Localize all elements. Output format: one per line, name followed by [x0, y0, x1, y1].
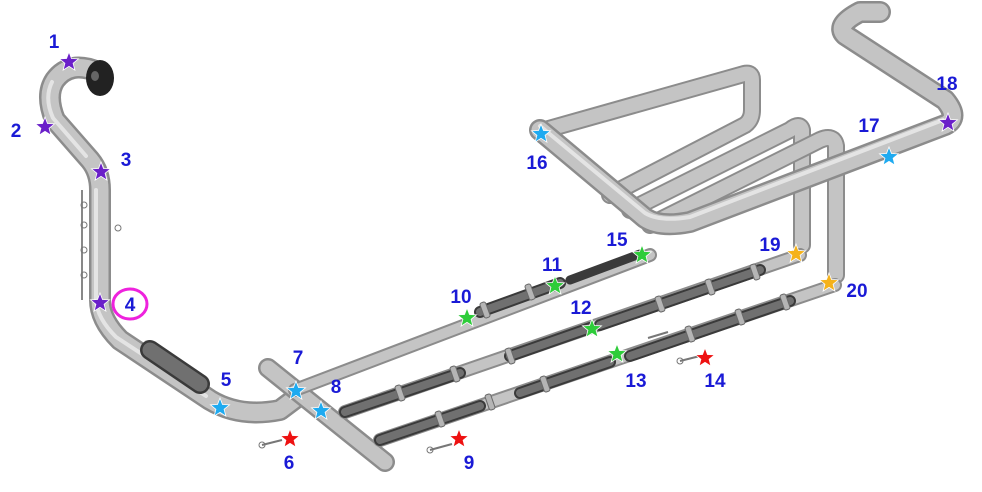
marker-4: 4 [89, 291, 136, 316]
star-icon [58, 50, 80, 71]
marker-16: 16 [526, 122, 552, 174]
star-icon [818, 271, 840, 292]
star-icon [209, 396, 231, 417]
marker-11: 11 [542, 255, 566, 295]
star-icon [785, 242, 807, 263]
star-icon [285, 379, 307, 400]
header-pipe [258, 358, 395, 472]
marker-7: 7 [285, 348, 307, 400]
pipe-inlet [86, 60, 114, 96]
marker-13: 13 [606, 342, 647, 392]
marker-label: 3 [121, 150, 132, 171]
left-riser-pipe [39, 56, 311, 424]
marker-20: 20 [818, 271, 868, 302]
marker-label: 18 [936, 74, 957, 95]
marker-6: 6 [279, 427, 301, 474]
marker-label: 12 [570, 298, 591, 319]
upper-pipe-group [529, 1, 964, 284]
marker-3: 3 [90, 150, 132, 181]
marker-label: 7 [293, 348, 304, 369]
star-icon [937, 111, 959, 132]
star-icon [631, 243, 653, 264]
star-icon [89, 291, 111, 312]
marker-8: 8 [310, 377, 342, 420]
star-icon [90, 160, 112, 181]
star-icon [878, 145, 900, 166]
star-icon [606, 342, 628, 363]
star-icon [310, 399, 332, 420]
marker-9: 9 [448, 427, 475, 474]
marker-label: 5 [221, 370, 232, 391]
marker-label: 16 [526, 153, 547, 174]
marker-1: 1 [49, 32, 80, 71]
star-icon [544, 274, 566, 295]
marker-15: 15 [606, 230, 653, 264]
marker-17: 17 [858, 116, 900, 166]
marker-label: 10 [450, 287, 471, 308]
highlight-ring [111, 287, 149, 321]
marker-5: 5 [209, 370, 232, 417]
marker-label: 4 [125, 295, 136, 316]
star-icon [456, 306, 478, 327]
marker-14: 14 [694, 346, 726, 392]
star-icon [694, 346, 716, 367]
star-icon [34, 115, 56, 136]
marker-label: 20 [846, 281, 867, 302]
marker-label: 17 [858, 116, 879, 137]
star-icon [448, 427, 470, 448]
marker-2: 2 [11, 115, 56, 142]
marker-label: 15 [606, 230, 628, 251]
lateral-pipes [258, 248, 842, 454]
marker-label: 8 [331, 377, 342, 398]
marker-label: 11 [542, 255, 563, 276]
marker-label: 13 [625, 371, 646, 392]
marker-10: 10 [450, 287, 478, 327]
marker-label: 19 [759, 235, 780, 256]
marker-label: 9 [464, 453, 475, 474]
marker-19: 19 [759, 235, 807, 263]
marker-label: 2 [11, 121, 22, 142]
star-icon [581, 317, 603, 338]
star-icon [530, 122, 552, 143]
marker-label: 1 [49, 32, 60, 53]
marker-18: 18 [936, 74, 959, 132]
marker-label: 6 [284, 453, 295, 474]
star-icon [279, 427, 301, 448]
marker-12: 12 [570, 298, 603, 338]
marker-label: 14 [704, 371, 726, 392]
